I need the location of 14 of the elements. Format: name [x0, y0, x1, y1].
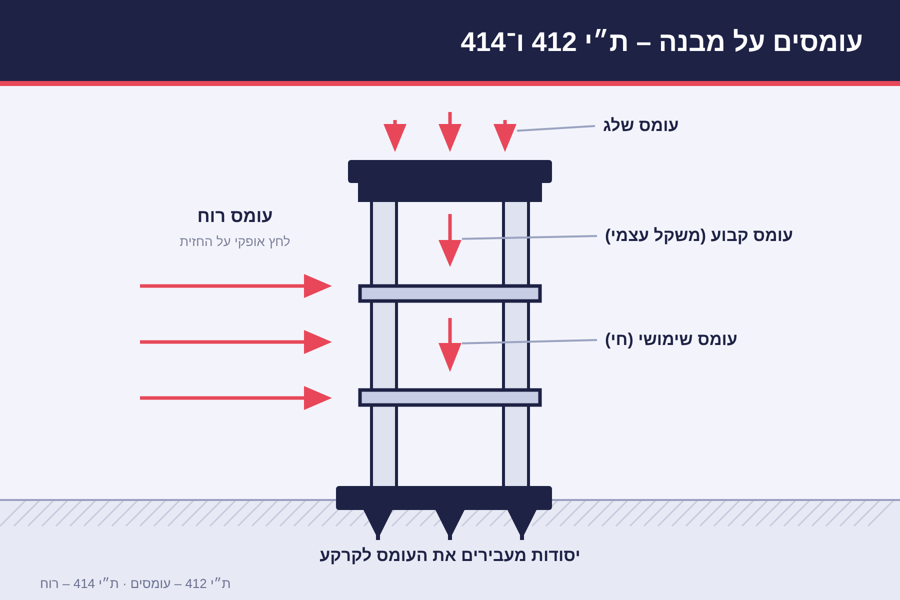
load-label: עומס קבוע (משקל עצמי)	[597, 225, 794, 247]
downward-arrow	[438, 318, 462, 372]
load-label: עומס שלג	[595, 115, 679, 137]
leader-line	[462, 235, 598, 240]
title: עומסים על מבנה – ת״י 412 ו־414	[460, 26, 863, 59]
load-label: עומס שימושי (חי)	[597, 329, 738, 351]
foundation-caption: יסודות מעבירים את העומס לקרקע	[320, 545, 580, 566]
wind-load-heading: עומס רוח	[197, 205, 273, 228]
leader-line	[462, 339, 598, 344]
downward-arrows	[383, 112, 517, 152]
downward-arrow	[438, 214, 462, 267]
leader-line	[516, 125, 596, 132]
footer-note: ת״י 412 – עומסים · ת״י 414 – רוח	[40, 576, 231, 592]
wind-load-note: לחץ אופקי על החזית	[180, 234, 290, 250]
